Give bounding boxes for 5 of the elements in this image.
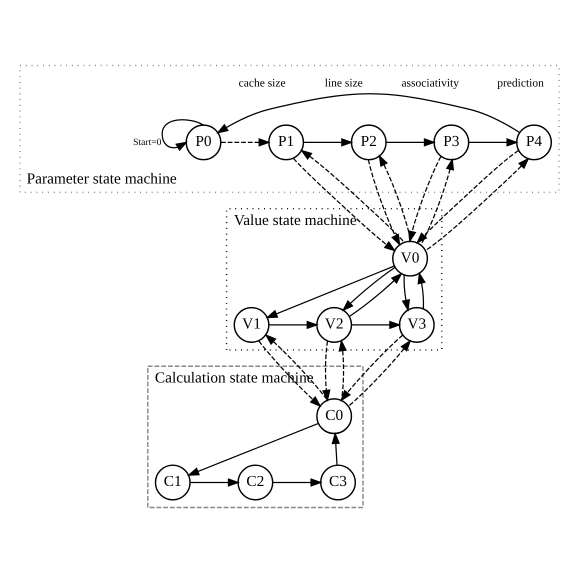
- edge-label: Start=0: [133, 136, 162, 148]
- node-label: line size: [324, 77, 363, 90]
- node-label: prediction: [497, 77, 544, 90]
- node-label: associativity: [401, 77, 460, 90]
- node-label: cache size: [238, 77, 286, 90]
